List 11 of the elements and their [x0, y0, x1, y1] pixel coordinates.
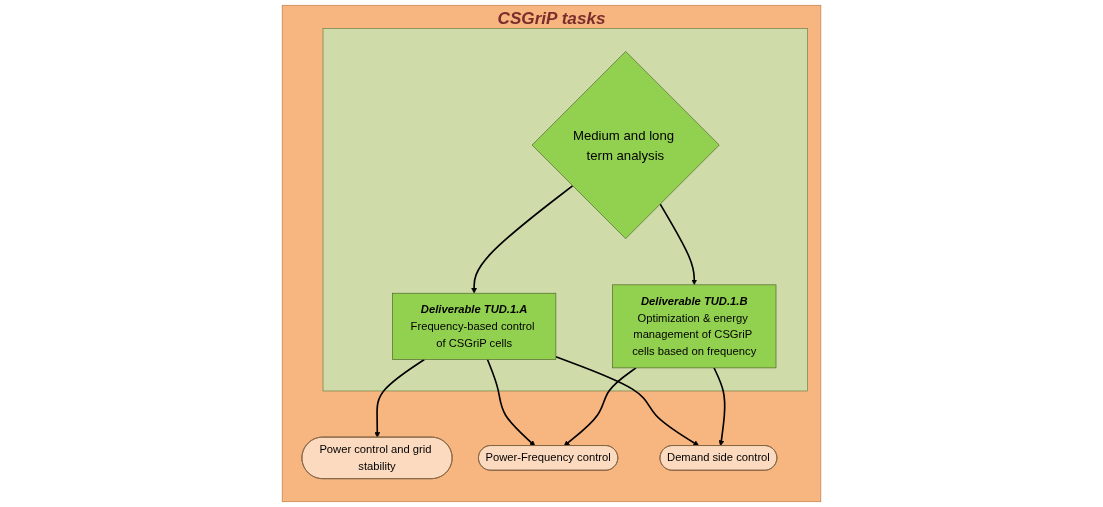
- arrow: [374, 358, 426, 438]
- node-box: Deliverable TUD.1.B Optimization & energy management of CSGriP cells based on frequency: [612, 284, 777, 369]
- arrow: [471, 185, 574, 294]
- arrow: [563, 367, 637, 447]
- arrow: [486, 358, 536, 447]
- arrow: [659, 203, 698, 286]
- cluster: [322, 28, 808, 392]
- node-box: Deliverable TUD.1.A Frequency-based control of CSGriP cells: [392, 292, 557, 360]
- arrow: [713, 367, 726, 447]
- arrow: [555, 355, 700, 447]
- node-diamond: Medium and long term analysis: [531, 51, 720, 239]
